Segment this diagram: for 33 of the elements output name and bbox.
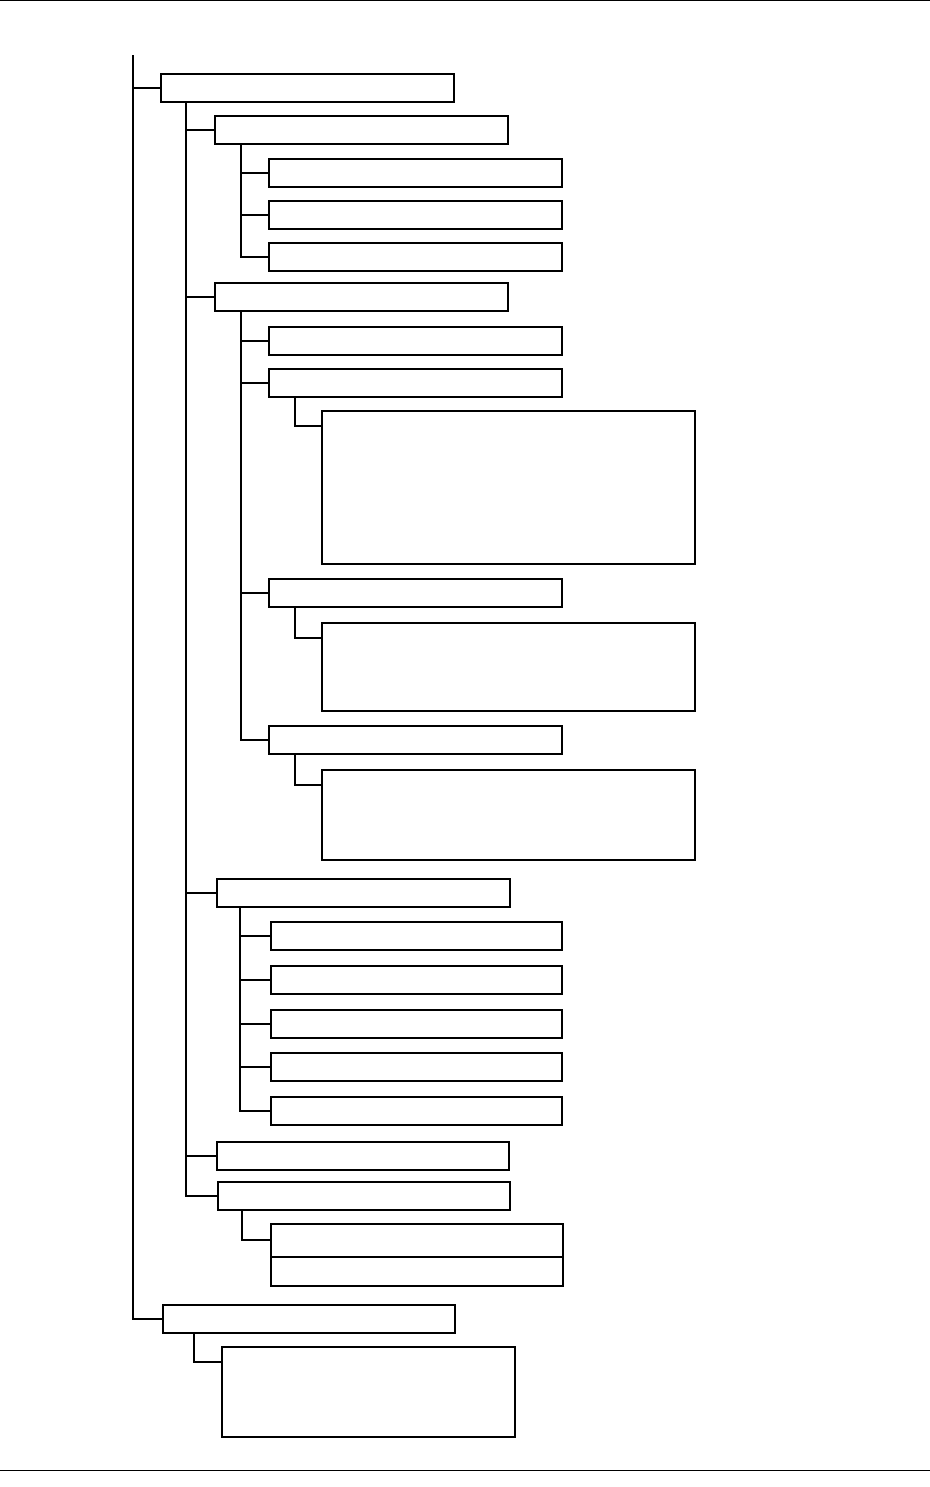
empty-box <box>321 622 696 712</box>
empty-box <box>270 1223 564 1258</box>
empty-box <box>270 1256 564 1287</box>
empty-box <box>160 73 455 103</box>
connector-line <box>294 607 323 639</box>
connector-line <box>294 397 323 427</box>
empty-box <box>268 578 563 608</box>
empty-box <box>268 326 563 356</box>
empty-box <box>321 410 696 565</box>
empty-box <box>268 242 563 272</box>
empty-box <box>221 1346 516 1438</box>
empty-box <box>270 1096 563 1126</box>
empty-box <box>214 115 509 145</box>
empty-box <box>214 282 509 312</box>
empty-box <box>162 1304 456 1334</box>
empty-box <box>321 769 696 861</box>
empty-box <box>270 921 563 951</box>
empty-box <box>268 200 563 230</box>
connector-line <box>132 54 164 1320</box>
empty-box <box>217 1181 511 1211</box>
connector-line <box>241 1210 272 1241</box>
empty-box <box>216 878 511 908</box>
connector-line <box>239 907 272 1112</box>
connector-line <box>294 754 323 786</box>
empty-box <box>216 1141 510 1171</box>
connector-line <box>193 1333 223 1363</box>
empty-box <box>268 725 563 755</box>
empty-box <box>270 965 563 995</box>
connector-line <box>240 144 270 258</box>
empty-box <box>268 368 563 398</box>
empty-box <box>270 1052 563 1082</box>
empty-box <box>270 1009 563 1039</box>
empty-box <box>268 158 563 188</box>
